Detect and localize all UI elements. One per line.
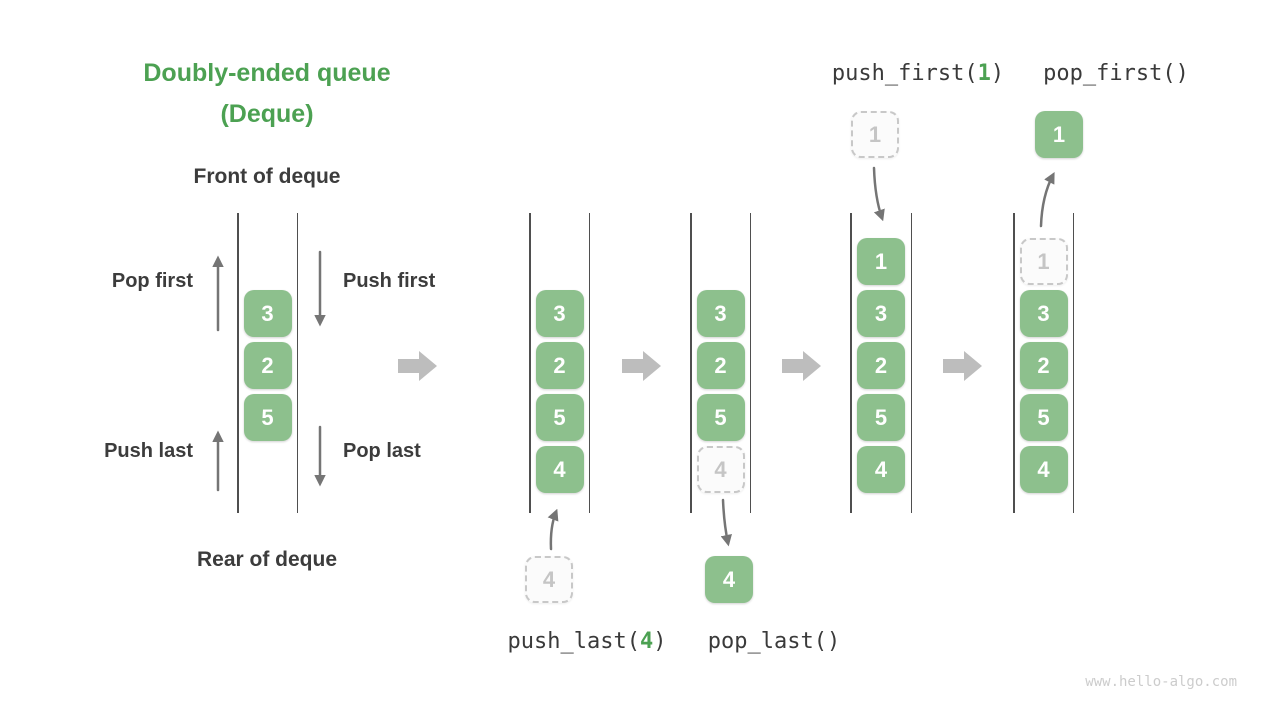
deque-item: 4 [857, 446, 905, 493]
deque-item-ghost: 1 [1019, 238, 1068, 285]
deque-wall-right [1072, 213, 1074, 513]
deque-item: 3 [243, 290, 292, 337]
deque-wall-left [850, 213, 852, 513]
code-arg: 4 [639, 629, 654, 654]
transition-arrow-icon [622, 351, 661, 381]
code-text: push_first( [831, 61, 978, 86]
deque-after-push-last: 3 2 5 4 [529, 213, 590, 513]
pop-last-code-label: pop_last() [708, 629, 840, 654]
transition-arrow-icon [398, 351, 437, 381]
pop-first-label: Pop first [111, 270, 193, 292]
deque-item: 3 [696, 290, 745, 337]
diagram-title: Doubly-ended queue (Deque) [87, 53, 447, 135]
deque-after-push-first: 1 3 2 5 4 [850, 213, 912, 513]
push-first-ghost-item: 1 [851, 111, 899, 158]
deque-wall-left [690, 213, 692, 513]
deque-item: 5 [696, 394, 745, 441]
deque-item-ghost: 4 [696, 446, 745, 493]
pop-last-popped-item: 4 [705, 556, 753, 603]
deque-item: 2 [696, 342, 745, 389]
push-last-code-label: push_last(4) [508, 629, 667, 654]
deque-wall-left [529, 213, 531, 513]
deque-item: 2 [243, 342, 292, 389]
deque-after-pop-first: 1 3 2 5 4 [1013, 213, 1074, 513]
deque-item: 5 [857, 394, 905, 441]
deque-item: 5 [243, 394, 292, 441]
push-first-code-label: push_first(1) [832, 61, 1004, 86]
deque-item: 3 [535, 290, 584, 337]
deque-item: 2 [857, 342, 905, 389]
deque-after-pop-last: 3 2 5 4 [690, 213, 751, 513]
deque-item: 5 [1019, 394, 1068, 441]
rear-of-deque-label: Rear of deque [196, 548, 338, 571]
pop-first-popped-item: 1 [1035, 111, 1083, 158]
pop-first-code-label: pop_first() [1043, 61, 1189, 86]
deque-item: 4 [1019, 446, 1068, 493]
code-text: pop_last() [707, 629, 841, 654]
code-text: ) [990, 61, 1005, 86]
pop-last-label: Pop last [343, 440, 421, 462]
deque-wall-right [296, 213, 298, 513]
code-text: push_last( [507, 629, 640, 654]
watermark: www.hello-algo.com [1085, 674, 1237, 690]
push-first-label: Push first [343, 270, 436, 292]
code-arg: 1 [977, 61, 991, 86]
transition-arrow-icon [943, 351, 982, 381]
deque-wall-left [1013, 213, 1015, 513]
deque-item: 2 [1019, 342, 1068, 389]
deque-item: 2 [535, 342, 584, 389]
deque-wall-right [749, 213, 751, 513]
deque-item: 1 [857, 238, 905, 285]
deque-wall-right [588, 213, 590, 513]
transition-arrow-icon [782, 351, 821, 381]
code-text: ) [653, 629, 667, 654]
diagram-title-line1: Doubly-ended queue [143, 59, 391, 87]
deque-wall-right [910, 213, 912, 513]
deque-main: 3 2 5 [237, 213, 298, 513]
front-of-deque-label: Front of deque [193, 165, 341, 188]
diagram-title-line2: (Deque) [220, 100, 314, 128]
code-text: pop_first() [1043, 61, 1189, 86]
deque-item: 4 [535, 446, 584, 493]
deque-item: 5 [535, 394, 584, 441]
push-last-label: Push last [104, 440, 193, 462]
deque-wall-left [237, 213, 239, 513]
push-last-insert-arrow [547, 508, 559, 551]
deque-item: 3 [1019, 290, 1068, 337]
push-last-ghost-item: 4 [525, 556, 573, 603]
push-first-insert-arrow [872, 166, 885, 222]
deque-item: 3 [857, 290, 905, 337]
